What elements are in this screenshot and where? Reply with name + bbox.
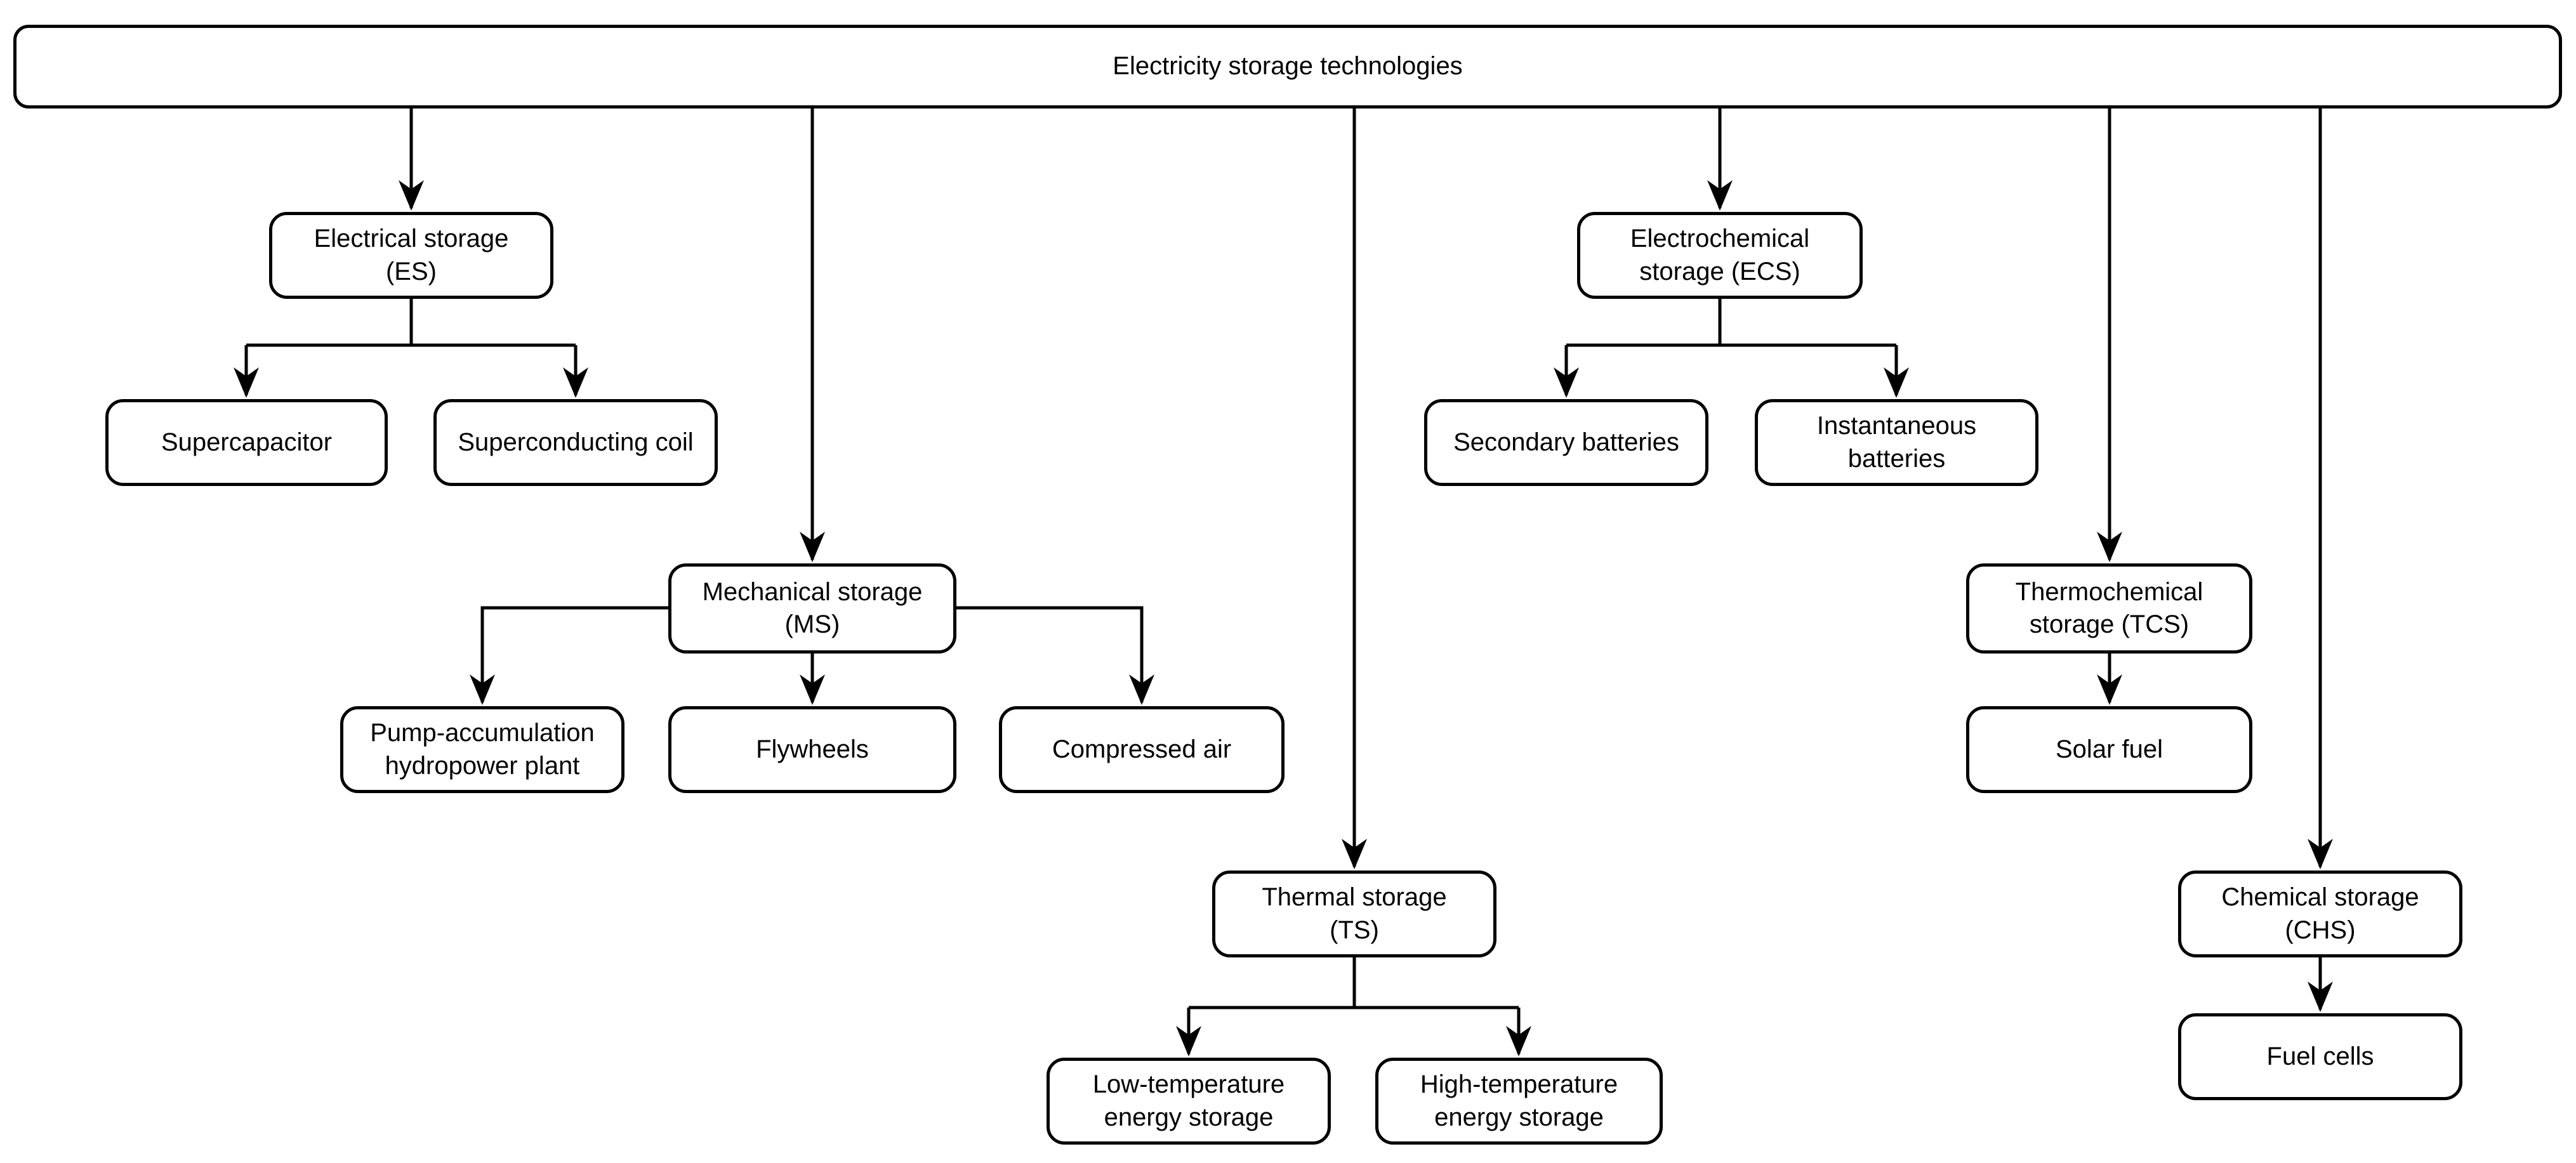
- node-high-temperature-energy-storage: High-temperature energy storage: [1375, 1058, 1663, 1145]
- node-supercapacitor: Supercapacitor: [105, 399, 388, 486]
- node-electrical-storage: Electrical storage (ES): [269, 212, 553, 299]
- node-label: Electrochemical storage (ECS): [1630, 225, 1810, 286]
- node-label: Thermochemical storage (TCS): [2015, 577, 2203, 638]
- node-low-temperature-energy-storage: Low-temperature energy storage: [1047, 1058, 1331, 1145]
- node-label: Low-temperature energy storage: [1092, 1070, 1285, 1131]
- node-label: Chemical storage (CHS): [2221, 883, 2419, 944]
- node-label: Supercapacitor: [161, 428, 333, 456]
- node-mechanical-storage: Mechanical storage (MS): [668, 563, 956, 654]
- node-label: Fuel cells: [2266, 1042, 2374, 1070]
- node-instantaneous-batteries: Instantaneous batteries: [1755, 399, 2038, 486]
- node-electrochemical-storage: Electrochemical storage (ECS): [1577, 212, 1863, 299]
- node-pump-accumulation-hydropower-plant: Pump-accumulation hydropower plant: [340, 706, 624, 793]
- node-secondary-batteries: Secondary batteries: [1424, 399, 1708, 486]
- node-compressed-air: Compressed air: [999, 706, 1285, 793]
- node-thermal-storage: Thermal storage (TS): [1212, 871, 1496, 957]
- node-label: Pump-accumulation hydropower plant: [370, 719, 595, 780]
- node-label: Solar fuel: [2056, 735, 2163, 763]
- node-label: Electricity storage technologies: [1113, 52, 1463, 81]
- node-thermochemical-storage: Thermochemical storage (TCS): [1966, 563, 2252, 654]
- node-flywheels: Flywheels: [668, 706, 956, 793]
- node-label: Instantaneous batteries: [1816, 412, 1977, 473]
- node-label: Superconducting coil: [458, 428, 694, 456]
- node-label: Mechanical storage (MS): [702, 577, 923, 638]
- node-label: Secondary batteries: [1453, 428, 1679, 456]
- node-label: Compressed air: [1052, 735, 1232, 763]
- node-label: Thermal storage (TS): [1262, 883, 1447, 944]
- node-label: Flywheels: [756, 735, 869, 763]
- node-superconducting-coil: Superconducting coil: [433, 399, 718, 486]
- node-fuel-cells: Fuel cells: [2178, 1013, 2462, 1100]
- node-electricity-storage-technologies: Electricity storage technologies: [13, 25, 2562, 108]
- node-label: Electrical storage (ES): [314, 225, 509, 286]
- node-solar-fuel: Solar fuel: [1966, 706, 2252, 793]
- node-label: High-temperature energy storage: [1420, 1070, 1618, 1131]
- node-chemical-storage: Chemical storage (CHS): [2178, 871, 2462, 957]
